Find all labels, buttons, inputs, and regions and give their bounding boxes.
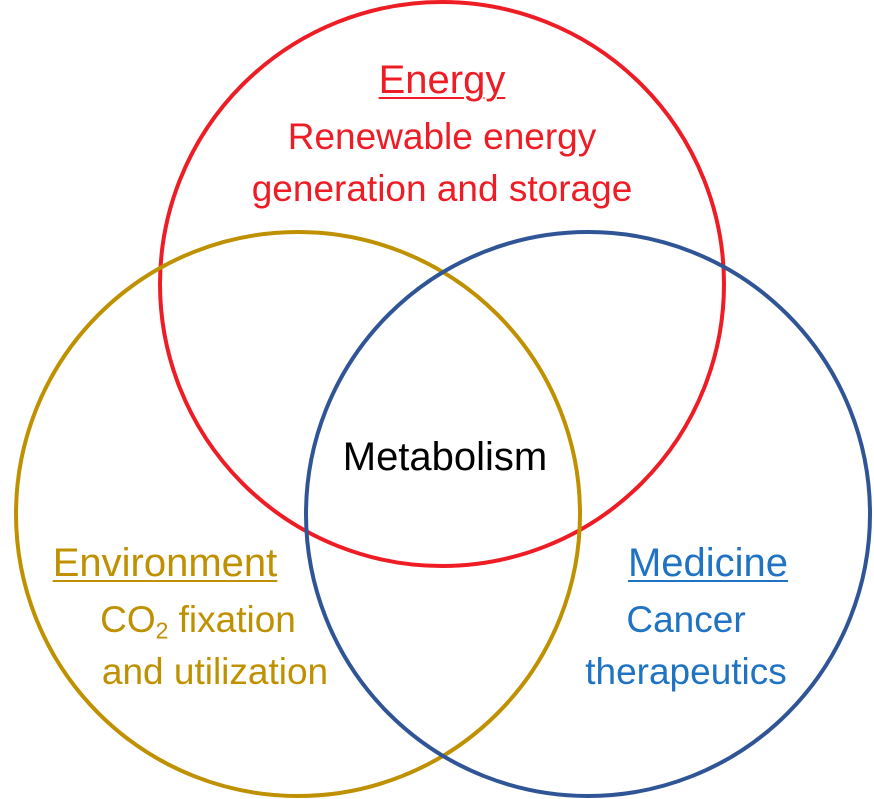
environment-heading: Environment: [52, 541, 278, 585]
energy-circle: [158, 0, 726, 568]
environment-description-line-2: and utilization: [101, 651, 329, 692]
metabolism-label: Metabolism: [342, 435, 548, 479]
co2-text: CO: [100, 599, 156, 640]
energy-description-line-1: Renewable energy: [287, 116, 597, 157]
medicine-heading: Medicine: [627, 541, 789, 585]
medicine-circle: [304, 230, 872, 798]
environment-description-line-1: CO2 fixation: [100, 599, 296, 642]
medicine-description-line-2: therapeutics: [585, 651, 787, 692]
energy-heading: Energy: [378, 58, 506, 102]
energy-description-line-2: generation and storage: [251, 168, 633, 209]
fixation-text: fixation: [168, 599, 296, 640]
co2-subscript: 2: [155, 617, 169, 644]
environment-circle: [14, 230, 582, 798]
medicine-description-line-1: Cancer: [626, 599, 746, 640]
